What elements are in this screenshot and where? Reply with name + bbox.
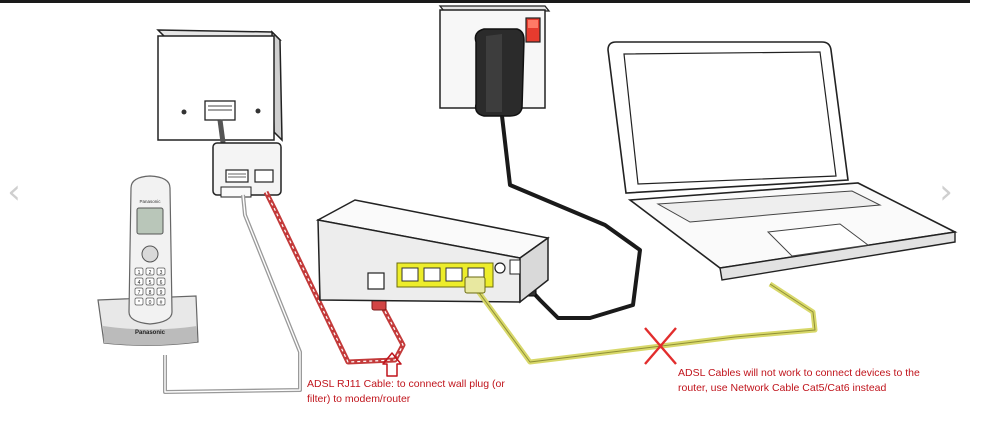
keypad-key bbox=[156, 297, 166, 306]
keypad-key-label: 4 bbox=[138, 280, 141, 286]
keypad-key bbox=[156, 267, 166, 276]
up-arrow-icon bbox=[382, 352, 402, 377]
keypad-key-label: 6 bbox=[160, 280, 163, 286]
keypad-key bbox=[134, 297, 144, 306]
keypad-key-label: 0 bbox=[149, 300, 152, 306]
keypad-key-label: 3 bbox=[160, 270, 163, 276]
red-x-icon bbox=[644, 327, 677, 365]
keypad-key bbox=[134, 287, 144, 296]
keypad-key-label: 5 bbox=[149, 280, 152, 286]
rj11-cable-caption: ADSL RJ11 Cable: to connect wall plug (o… bbox=[307, 378, 505, 405]
keypad-key-label: 8 bbox=[149, 290, 152, 296]
ethernet-cable bbox=[464, 276, 818, 365]
keypad-key-label: 1 bbox=[138, 270, 141, 276]
wall-phone-socket bbox=[156, 29, 283, 142]
router bbox=[315, 199, 550, 304]
keypad-key bbox=[156, 277, 166, 286]
keypad-key-label: 9 bbox=[160, 290, 163, 296]
power-cable bbox=[500, 115, 642, 320]
keypad-key-label: * bbox=[138, 300, 140, 306]
phone-keypad: 1 2 3 4 5 6 7 8 9 * 0 # bbox=[134, 267, 166, 306]
keypad-key bbox=[134, 267, 144, 276]
adsl-filter bbox=[212, 142, 282, 198]
power-adapter bbox=[474, 28, 525, 117]
laptop bbox=[607, 41, 958, 281]
keypad-key bbox=[156, 287, 166, 296]
keypad-key bbox=[145, 297, 155, 306]
keypad-key bbox=[145, 287, 155, 296]
keypad-key bbox=[145, 277, 155, 286]
cordless-phone: Panasonic Panasonic 1 2 3 4 5 6 7 8 9 * 0 # bbox=[88, 160, 200, 355]
keypad-key-label: 7 bbox=[138, 290, 141, 296]
keypad-key bbox=[145, 267, 155, 276]
top-border bbox=[0, 0, 970, 3]
router-dsl-port bbox=[367, 272, 385, 290]
adsl-warning-caption: ADSL Cables will not work to connect dev… bbox=[678, 367, 920, 394]
keypad-key-label: 2 bbox=[149, 270, 152, 276]
chevron-left-icon[interactable]: ‹ bbox=[7, 172, 21, 212]
keypad-key bbox=[134, 277, 144, 286]
keypad-key-label: # bbox=[160, 300, 163, 306]
base-brand: Panasonic bbox=[135, 330, 166, 336]
chevron-right-icon[interactable]: › bbox=[939, 172, 953, 212]
handset-brand: Panasonic bbox=[139, 199, 161, 204]
